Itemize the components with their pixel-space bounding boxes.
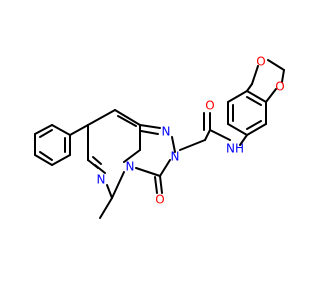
atom-amide-nh: NH [226,142,244,156]
bond [246,123,267,136]
atom-dioxole-oxygen-2: O [256,55,265,69]
bond [123,149,141,163]
double-bond [140,130,159,135]
atom-bridge-nitrogen: N [126,160,135,174]
double-bond [39,151,53,161]
atom-carbonyl-oxygen: O [155,193,164,207]
carbonyl-double-bond [154,176,158,194]
molecule-canvas: O NH O O N N N O N [34,54,285,219]
molecule-structure: O NH O O N N N O N [34,55,285,219]
bond [114,109,141,126]
phenyl-ring [34,124,71,166]
bond [51,124,71,136]
bond [281,69,285,83]
atom-amide-oxygen: O [205,99,214,113]
bond [34,154,53,166]
bond [204,129,211,141]
double-bond [92,156,102,165]
bond [87,159,99,169]
carbonyl-bond [159,175,163,194]
bond [135,167,161,177]
atom-triazole-nitrogen-2: N [171,150,180,164]
double-bond [39,129,53,138]
atom-triazole-nitrogen-1: N [162,125,171,139]
bond [227,123,248,136]
bond [267,59,285,71]
bond [246,90,267,103]
bond [209,129,231,141]
bond [251,65,259,85]
bond [239,134,248,146]
bond [171,136,176,153]
double-bond [117,115,137,127]
dioxole-ring [246,59,285,103]
pyrimidine-ring [87,109,141,219]
bond [34,124,53,135]
bond [179,139,206,151]
bond [159,159,171,177]
bond [106,184,113,199]
bond [227,90,248,103]
benzodioxole-ring [227,90,267,136]
bond [246,83,253,92]
bond [51,154,71,166]
bond [69,124,89,136]
double-bond [246,96,262,106]
methyl-bond [99,197,113,219]
bond [111,171,125,199]
bond [139,124,161,129]
atom-pyrimidine-nitrogen: N [97,173,106,187]
double-bond [246,120,262,130]
bond [87,109,116,126]
triazolone-ring [135,124,176,194]
atom-dioxole-oxygen-1: O [275,80,284,94]
bond [265,88,277,103]
